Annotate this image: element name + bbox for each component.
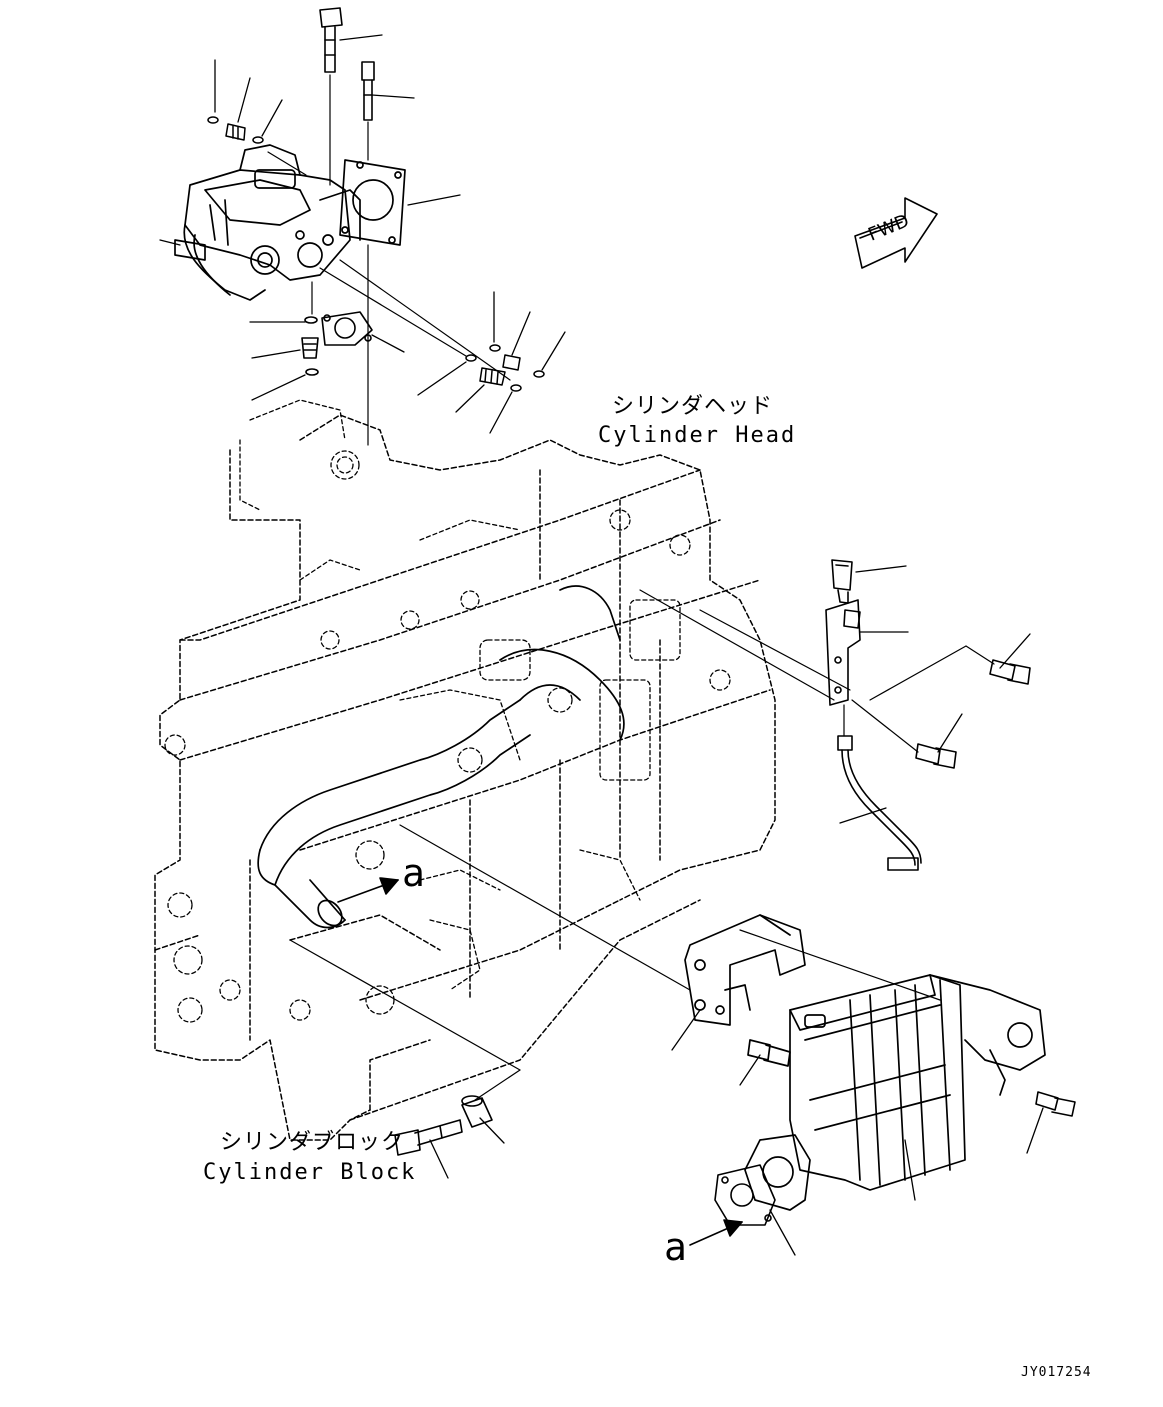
engine-block-outline xyxy=(154,414,776,1141)
egr-small-fittings-top xyxy=(207,116,264,144)
fwd-direction-arrow xyxy=(854,197,938,269)
egr-lower-gasket xyxy=(301,311,373,376)
egr-bolts xyxy=(319,7,375,121)
cylinder-block-label-jp: シリンダブロック xyxy=(220,1130,405,1155)
callout-leader-lines xyxy=(159,34,1044,1256)
cylinder-head-details xyxy=(164,399,731,1023)
view-label-a-lower: a xyxy=(664,1225,687,1269)
egr-cooler-bracket xyxy=(684,914,806,1067)
assembly-guide-lines xyxy=(267,74,995,1101)
egr-side-fittings xyxy=(465,344,545,392)
bracket-bolts xyxy=(915,659,1031,769)
egr-valve-assembly xyxy=(174,144,361,301)
cylinder-block-label-en: Cylinder Block xyxy=(203,1160,417,1185)
view-label-a-upper: a xyxy=(402,851,425,895)
exhaust-pipe xyxy=(257,585,625,929)
cylinder-head-label-en: Cylinder Head xyxy=(598,423,797,448)
view-arrow-a-upper xyxy=(337,877,399,903)
cylinder-head-label-jp: シリンダヘッド xyxy=(612,394,774,419)
view-arrow-a-lower xyxy=(689,1219,743,1246)
cooler-inlet-gasket xyxy=(714,1164,776,1226)
egr-cooler xyxy=(744,974,1046,1211)
pressure-sensor-bracket xyxy=(825,559,861,706)
drawing-code: JY017254 xyxy=(1021,1365,1092,1380)
cooler-mount-bolt xyxy=(1035,1091,1076,1117)
block-bolt-and-sleeve xyxy=(394,1095,493,1156)
sensor-tube xyxy=(837,735,922,871)
egr-outlet-flange xyxy=(339,159,406,246)
